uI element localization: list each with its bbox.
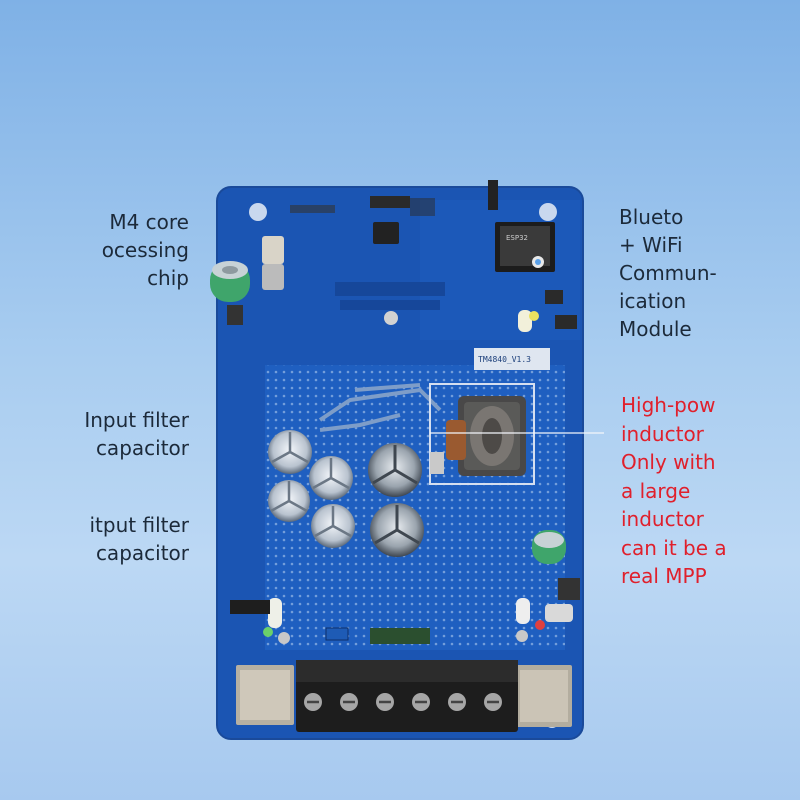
connectors [236, 660, 572, 732]
inductor-label-line: inductor [621, 507, 704, 531]
output-filter-label: itput filter capacitor [90, 511, 190, 567]
chip-label-line: M4 core [109, 210, 189, 234]
filter-capacitors [268, 430, 580, 622]
inductor [429, 383, 604, 485]
input-filter-label-line: capacitor [95, 436, 189, 460]
module-label-line: Blueto [619, 205, 684, 229]
module-label: Blueto + WiFi Commun- ication Module [619, 203, 717, 343]
output-filter-label-line: capacitor [95, 541, 189, 565]
module-label-line: + WiFi [619, 233, 683, 257]
top-components [227, 196, 445, 325]
module-label-line: Module [619, 317, 692, 341]
input-filter-label-line: Input filter [84, 408, 189, 432]
svg-text:ESP32: ESP32 [506, 234, 528, 242]
pcb-marking: TM4840_V1.3 [478, 355, 531, 364]
module-label-line: ication [619, 289, 687, 313]
cap-6 [370, 503, 424, 557]
chip-label-line: ocessing [101, 238, 189, 262]
cap-2 [309, 456, 353, 500]
terminal-screws [304, 693, 502, 711]
cap-3 [268, 480, 310, 522]
inductor-label-line: real MPP [621, 564, 707, 588]
inductor-label-line: Only with [621, 450, 716, 474]
inductor-label: High-pow inductor Only with a large indu… [621, 391, 727, 591]
cap-7 [532, 530, 566, 564]
chip-label-line: chip [147, 266, 189, 290]
inductor-label-line: can it be a [621, 535, 727, 560]
inductor-label-line: High-pow [621, 393, 716, 417]
wifi-module: ESP32 [488, 180, 577, 329]
green-capacitor [210, 261, 250, 302]
module-label-line: Commun- [619, 261, 717, 285]
cap-1 [268, 430, 312, 474]
bottom-parts [230, 600, 430, 644]
inductor-label-line: a large [621, 478, 691, 503]
cap-5 [368, 443, 422, 497]
cap-4 [311, 504, 355, 548]
leds [263, 310, 545, 644]
input-filter-label: Input filter capacitor [84, 406, 189, 462]
inductor-label-line: inductor [621, 421, 704, 446]
output-filter-label-line: itput filter [89, 513, 190, 537]
chip-label: M4 core ocessing chip [102, 208, 189, 292]
pcb-marking-box: TM4840_V1.3 [474, 348, 550, 370]
